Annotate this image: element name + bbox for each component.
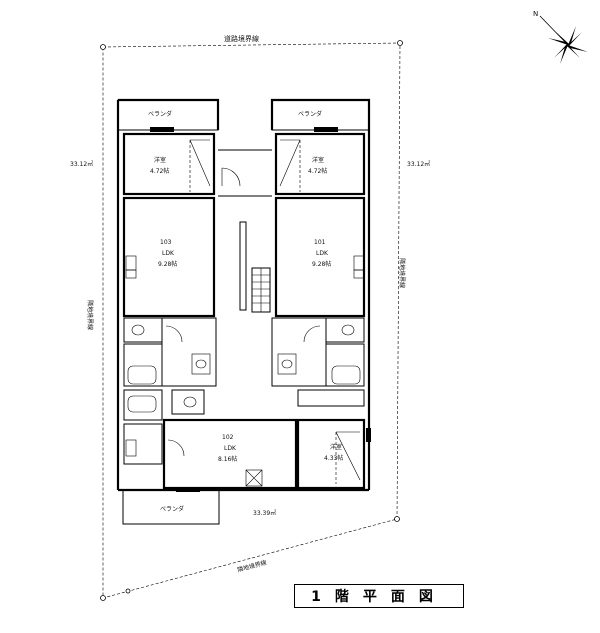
unit-103-type: LDK — [162, 250, 175, 257]
area-right-label: 33.12㎡ — [407, 160, 430, 168]
building-walls — [116, 98, 371, 525]
road-boundary-label: 道路境界線 — [224, 34, 259, 43]
ldk-103 — [122, 196, 216, 318]
compass-rose-icon: N — [533, 10, 588, 64]
bath-101 — [325, 343, 365, 387]
western-102-label: 洋室 — [330, 443, 342, 451]
site-boundary — [100, 40, 403, 601]
western-101-size: 4.72帖 — [308, 167, 327, 175]
drawing-title: 1階平面図 — [294, 584, 464, 608]
ldk-102 — [162, 418, 298, 490]
neighbor-boundary-left-label: 隣地境界線 — [86, 300, 94, 330]
veranda-102-label: ベランダ — [160, 505, 184, 513]
neighbor-boundary-bottom-label: 隣地境界線 — [236, 558, 267, 573]
unit-102-type: LDK — [224, 445, 237, 452]
western-103-size: 4.72帖 — [150, 167, 169, 175]
unit-102-size: 8.16帖 — [218, 455, 237, 463]
toilet-101 — [325, 317, 365, 343]
bath-103 — [123, 343, 163, 387]
unit-101-number: 101 — [314, 239, 326, 246]
toilet-102 — [123, 423, 163, 465]
north-label: N — [533, 10, 538, 18]
ldk-101 — [274, 196, 366, 318]
area-bottom-label: 33.39㎡ — [253, 509, 276, 517]
western-room-101 — [274, 132, 366, 196]
western-103-label: 洋室 — [154, 156, 166, 164]
unit-103-size: 9.28帖 — [158, 260, 177, 268]
unit-101-size: 9.28帖 — [312, 260, 331, 268]
western-room-103 — [122, 132, 216, 196]
unit-102-number: 102 — [222, 434, 234, 441]
staircase — [251, 267, 271, 313]
unit-101-type: LDK — [316, 250, 329, 257]
unit-103-number: 103 — [160, 239, 172, 246]
veranda-102 — [122, 489, 220, 525]
western-102-size: 4.33帖 — [324, 454, 343, 462]
western-101-label: 洋室 — [312, 156, 324, 164]
neighbor-boundary-right-label: 隣地境界線 — [398, 258, 406, 288]
western-room-102 — [296, 418, 366, 490]
bath-102 — [123, 389, 163, 421]
area-left-label: 33.12㎡ — [70, 160, 93, 168]
toilet-103 — [123, 317, 163, 343]
veranda-101-label: ベランダ — [298, 110, 322, 118]
veranda-103-label: ベランダ — [148, 110, 172, 118]
